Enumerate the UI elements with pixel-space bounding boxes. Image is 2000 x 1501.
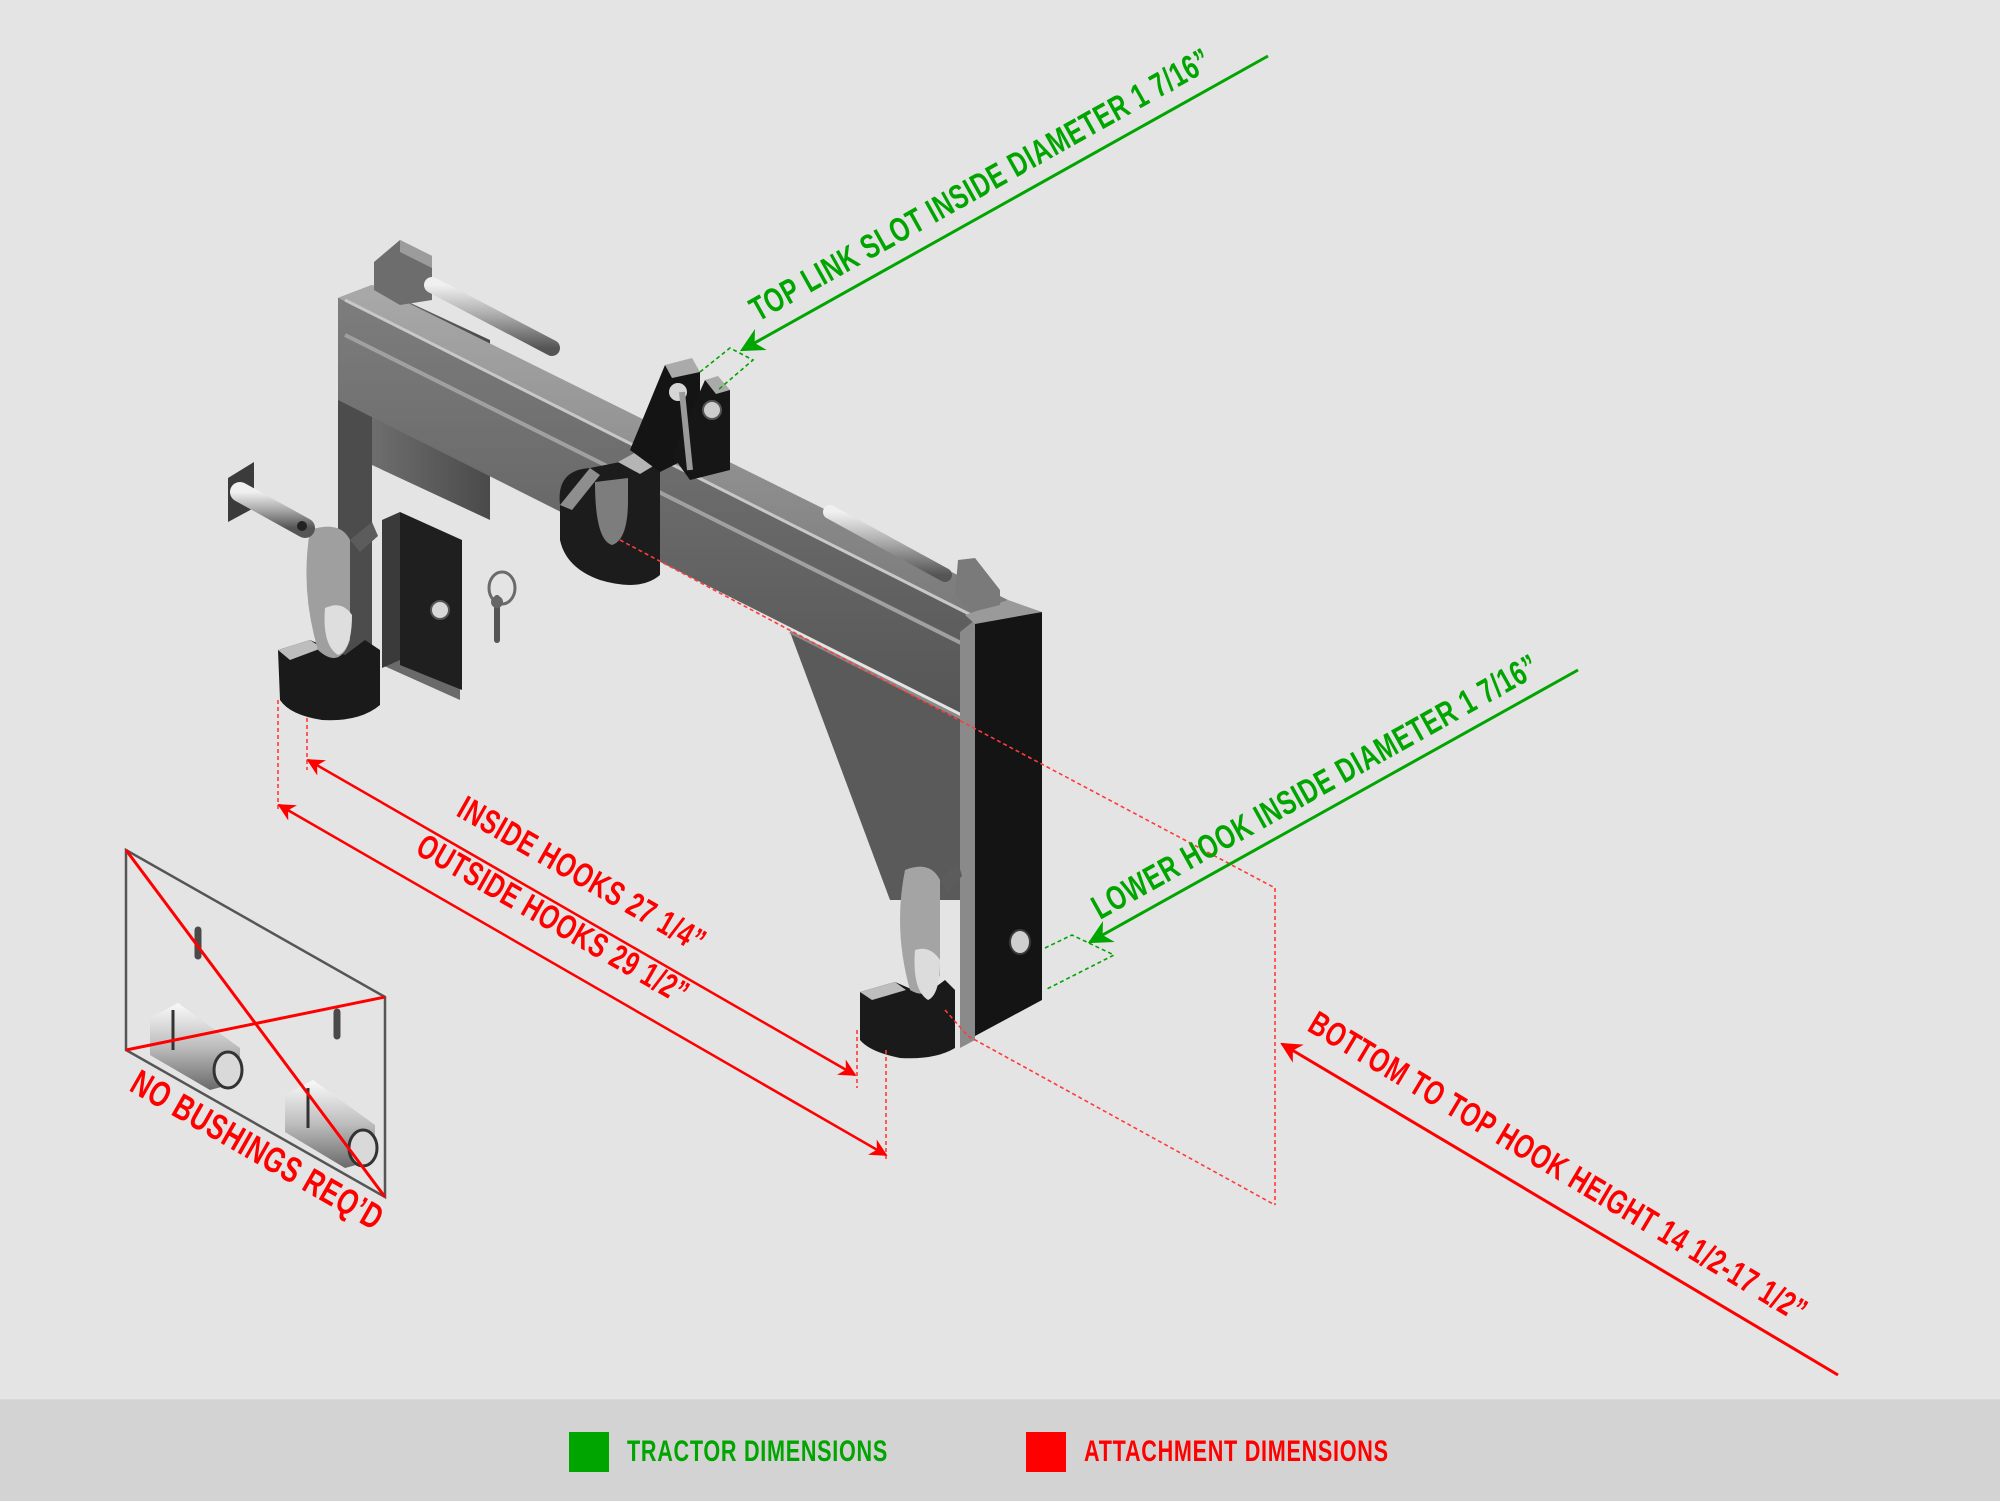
left-latch-pin <box>374 240 560 356</box>
legend-label-attachment: ATTACHMENT DIMENSIONS <box>1084 1435 1389 1468</box>
cross-out-line-2 <box>125 995 386 1052</box>
lynch-pin <box>487 570 517 643</box>
lower-hook-label: LOWER HOOK INSIDE DIAMETER 1 7/16” <box>1085 647 1545 927</box>
hook-height-label: BOTTOM TO TOP HOOK HEIGHT 14 1/2-17 1/2” <box>1302 1004 1814 1330</box>
outside-hooks-line <box>277 803 888 1157</box>
hook-height-dimension: BOTTOM TO TOP HOOK HEIGHT 14 1/2-17 1/2” <box>1280 1004 1839 1377</box>
right-post-face <box>975 612 1042 1036</box>
tractor-guides <box>699 347 1116 991</box>
hitch-pin <box>228 462 315 538</box>
right-latch-pin <box>823 505 1000 612</box>
top-link-label: TOP LINK SLOT INSIDE DIAMETER 1 7/16” <box>743 41 1217 329</box>
legend-label-tractor: TRACTOR DIMENSIONS <box>627 1435 888 1468</box>
top-link-leader <box>739 54 1269 352</box>
lower-hook-left <box>278 522 380 721</box>
legend: TRACTOR DIMENSIONS ATTACHMENT DIMENSIONS <box>0 1399 2000 1501</box>
hook-height-leader <box>1280 1042 1839 1377</box>
legend-item-tractor: TRACTOR DIMENSIONS <box>569 1432 989 1472</box>
top-hook <box>559 450 660 585</box>
right-post-side <box>960 620 975 1048</box>
bushing-1 <box>150 1003 244 1090</box>
bushings-inset: NO BUSHINGS REQ’D <box>124 847 391 1238</box>
quick-hitch-frame <box>228 240 1042 1059</box>
top-link-dimension: TOP LINK SLOT INSIDE DIAMETER 1 7/16” <box>739 41 1269 352</box>
tractor-color-swatch <box>569 1432 609 1472</box>
quick-hitch-diagram: TOP LINK SLOT INSIDE DIAMETER 1 7/16” LO… <box>124 41 1839 1377</box>
attachment-color-swatch <box>1026 1432 1066 1472</box>
lower-hook-dimension: LOWER HOOK INSIDE DIAMETER 1 7/16” <box>1085 647 1579 944</box>
legend-item-attachment: ATTACHMENT DIMENSIONS <box>1026 1432 1507 1472</box>
lower-hook-leader <box>1087 668 1579 944</box>
top-link-bracket <box>630 358 730 480</box>
